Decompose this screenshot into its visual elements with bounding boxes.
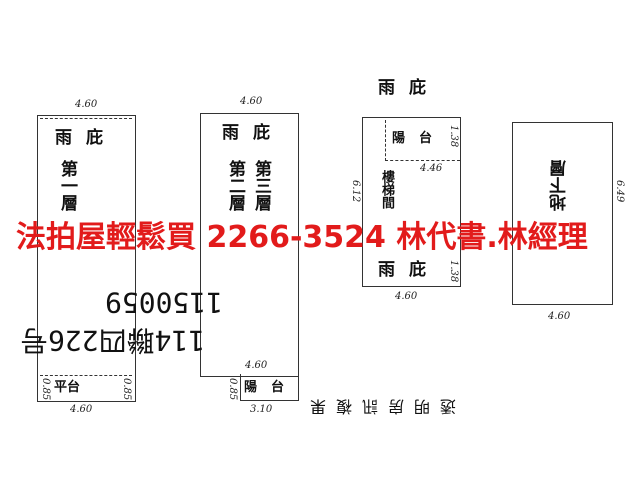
room-label: 雨庇	[378, 78, 440, 98]
dimension-label: 0.85	[227, 378, 238, 401]
dimension-label: 0.85	[121, 378, 132, 401]
floor-plan-second-third	[200, 113, 299, 377]
floor-plan-balcony	[240, 374, 299, 401]
room-label: 雨庇	[55, 128, 117, 148]
dimension-label: 4.46	[420, 163, 443, 174]
dimension-label: 1.38	[448, 125, 459, 148]
floor-plan-basement	[512, 122, 613, 305]
dashed-line	[40, 118, 132, 119]
room-label: 雨庇	[222, 123, 284, 143]
stamp-number: 1150059	[105, 285, 224, 319]
dashed-line	[40, 375, 132, 376]
dimension-label: 4.60	[245, 360, 268, 371]
dimension-label: 4.60	[70, 404, 93, 415]
dimension-label: 4.60	[395, 291, 418, 302]
footer-note: 透明房訊複果	[300, 397, 457, 416]
room-label: 第一層	[57, 160, 77, 211]
room-label: 陽台	[244, 380, 299, 395]
dimension-label: 6.12	[350, 180, 361, 203]
floor-plan-roof	[362, 117, 461, 287]
room-label: 地下層	[550, 160, 570, 211]
room-label: 陽台	[392, 131, 447, 146]
balcony-area	[385, 120, 460, 161]
room-label: 樓梯間	[379, 170, 394, 209]
room-label: 雨庇	[378, 260, 440, 280]
room-label: 平台	[54, 380, 81, 395]
dimension-label: 4.60	[75, 99, 98, 110]
contact-banner: 法拍屋輕鬆買 2266-3524 林代書.林經理	[16, 220, 588, 255]
stamp-reference: 114聯四226号	[20, 323, 206, 357]
dimension-label: 4.60	[240, 96, 263, 107]
dimension-label: 3.10	[250, 404, 273, 415]
dimension-label: 4.60	[548, 311, 571, 322]
dimension-label: 0.85	[40, 378, 51, 401]
room-label: 第三層	[251, 160, 271, 211]
dimension-label: 6.49	[614, 180, 625, 203]
dimension-label: 1.38	[448, 260, 459, 283]
room-label: 第二層	[225, 160, 245, 211]
floor-plan-first	[37, 115, 136, 402]
